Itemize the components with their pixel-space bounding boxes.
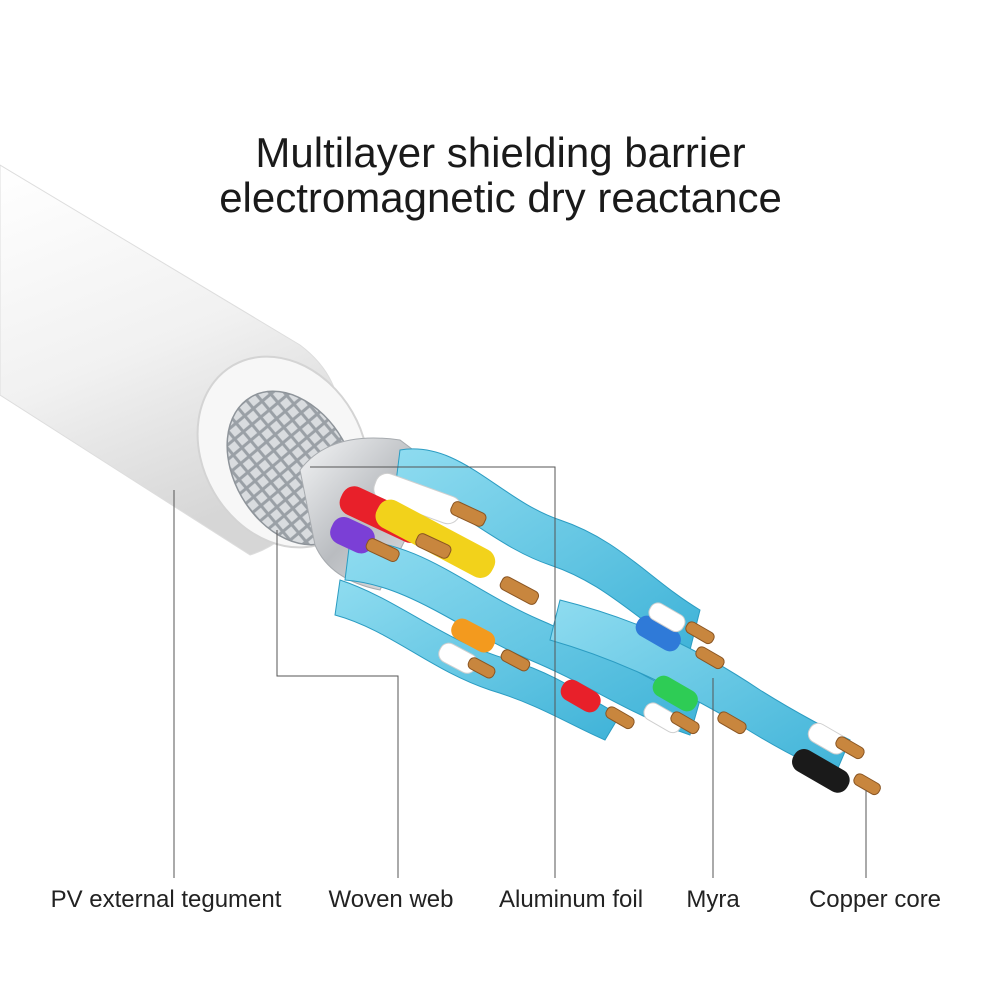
wire-red-2 xyxy=(560,679,601,713)
copper-tip xyxy=(685,621,715,645)
copper-tip xyxy=(500,649,531,672)
leader-woven xyxy=(276,530,399,878)
copper-tip xyxy=(365,538,400,563)
copper-tip xyxy=(695,646,725,670)
copper-tip xyxy=(605,706,635,730)
wire-purple xyxy=(330,516,375,554)
copper-tip xyxy=(450,501,487,527)
leader-foil xyxy=(310,466,556,878)
copper-tip xyxy=(670,711,700,735)
wire-black xyxy=(792,749,850,793)
wire-blue xyxy=(635,615,681,652)
wire-white-3 xyxy=(648,602,686,633)
label-woven-web: Woven web xyxy=(328,886,454,913)
wire-white-4 xyxy=(643,702,683,734)
wire-green xyxy=(652,675,698,712)
copper-tip xyxy=(835,736,865,760)
label-copper-core: Copper core xyxy=(808,886,942,913)
copper-tip xyxy=(467,657,496,679)
diagram-title-line-2: electromagnetic dry reactance xyxy=(219,174,782,221)
leader-lines xyxy=(173,466,867,878)
copper-tip xyxy=(853,773,881,796)
copper-tip xyxy=(499,576,540,605)
copper-tip xyxy=(717,711,747,735)
label-aluminum-foil: Aluminum foil xyxy=(498,886,644,913)
copper-tip xyxy=(415,533,452,559)
copper-cores xyxy=(365,501,881,796)
label-pv-external-tegument: PV external tegument xyxy=(50,886,282,913)
diagram-title-line-1: Multilayer shielding barrier xyxy=(255,129,746,176)
wire-orange xyxy=(451,618,496,653)
label-myra: Myra xyxy=(686,886,740,913)
